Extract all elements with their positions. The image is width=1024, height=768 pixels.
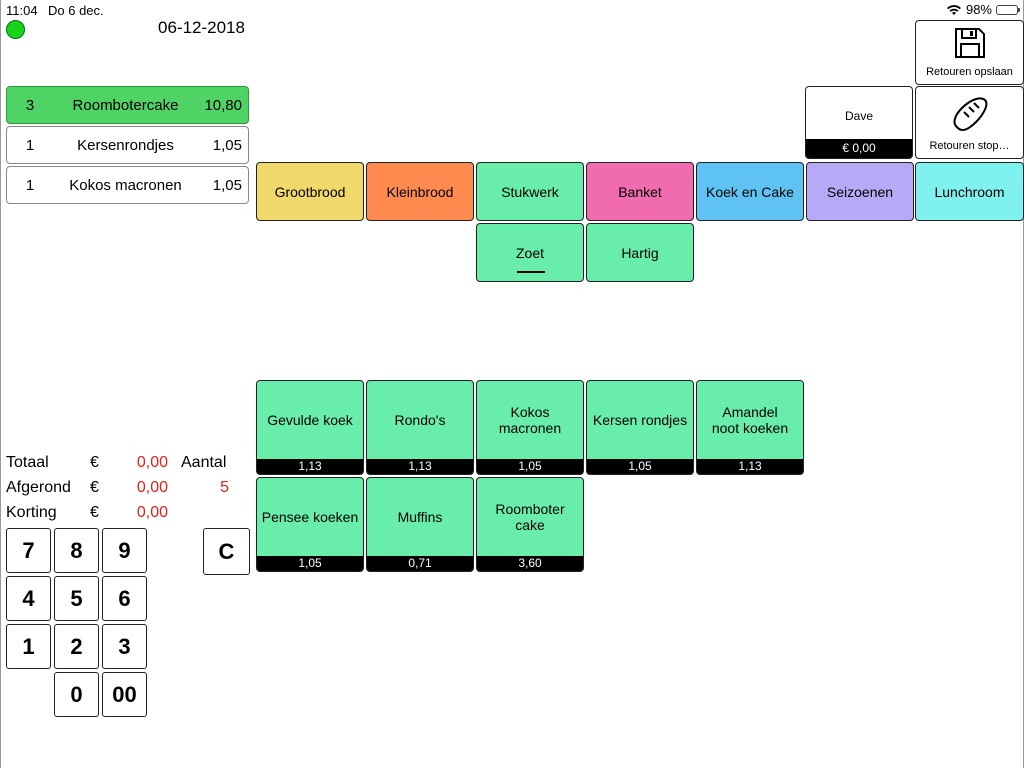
order-line-price: 1,05 — [212, 136, 242, 154]
user-balance: € 0,00 — [806, 139, 912, 158]
product-name: Muffins — [397, 508, 443, 525]
product-price: 1,13 — [697, 459, 803, 474]
category-tab-koek-en-cake[interactable]: Koek en Cake — [696, 162, 804, 221]
order-line-qty: 3 — [25, 96, 35, 114]
order-line-price: 10,80 — [204, 96, 242, 114]
key-3[interactable]: 3 — [102, 624, 147, 669]
order-line[interactable]: 3 Roombotercake 10,80 — [6, 86, 249, 124]
product-tile[interactable]: Rondo's 1,13 — [366, 380, 474, 475]
category-tab-label: Grootbrood — [274, 183, 346, 200]
subcategory-tab-label: Hartig — [621, 244, 659, 261]
product-price: 1,05 — [477, 459, 583, 474]
clear-key[interactable]: C — [203, 528, 250, 575]
order-line[interactable]: 1 Kersenrondjes 1,05 — [6, 126, 249, 164]
order-line-name: Kokos macronen — [69, 176, 182, 194]
key-4[interactable]: 4 — [6, 576, 51, 621]
product-name: Gevulde koek — [267, 411, 353, 428]
aantal-label: Aantal — [181, 454, 227, 471]
product-tile[interactable]: Kokos macronen 1,05 — [476, 380, 584, 475]
category-tab-label: Stukwerk — [501, 183, 559, 200]
category-tab-label: Banket — [618, 183, 662, 200]
afgerond-label: Afgerond — [6, 479, 71, 496]
order-line[interactable]: 1 Kokos macronen 1,05 — [6, 166, 249, 204]
stop-returns-button[interactable]: Retouren stop… — [915, 86, 1024, 159]
key-5[interactable]: 5 — [54, 576, 99, 621]
key-2[interactable]: 2 — [54, 624, 99, 669]
stop-returns-label: Retouren stop… — [929, 140, 1010, 152]
order-line-price: 1,05 — [212, 176, 242, 194]
afgerond-currency: € — [90, 479, 99, 496]
product-price: 1,05 — [587, 459, 693, 474]
active-tab-indicator — [517, 271, 545, 273]
category-tab-lunchroom[interactable]: Lunchroom — [915, 162, 1024, 221]
subcategory-tab-hartig[interactable]: Hartig — [586, 223, 694, 282]
key-6[interactable]: 6 — [102, 576, 147, 621]
product-tile[interactable]: Muffins 0,71 — [366, 477, 474, 572]
wifi-icon — [946, 4, 961, 15]
product-name: Kersen rondjes — [592, 411, 688, 428]
current-date: 06-12-2018 — [158, 18, 245, 37]
category-tab-banket[interactable]: Banket — [586, 162, 694, 221]
battery-icon — [996, 4, 1020, 15]
product-tile[interactable]: Pensee koeken 1,05 — [256, 477, 364, 572]
user-account[interactable]: Dave € 0,00 — [805, 86, 913, 159]
status-date: Do 6 dec. — [48, 3, 104, 18]
key-9[interactable]: 9 — [102, 528, 147, 573]
save-returns-button[interactable]: Retouren opslaan — [915, 20, 1024, 85]
korting-currency: € — [90, 504, 99, 521]
category-tab-label: Lunchroom — [934, 183, 1005, 200]
key-1[interactable]: 1 — [6, 624, 51, 669]
key-0[interactable]: 0 — [54, 672, 99, 717]
product-name: Rondo's — [394, 411, 446, 428]
status-indicators: 98% — [946, 2, 1020, 17]
subcategory-tab-zoet[interactable]: Zoet — [476, 223, 584, 282]
product-price: 3,60 — [477, 556, 583, 571]
category-tab-label: Seizoenen — [826, 183, 894, 200]
status-time: 11:04 — [6, 3, 38, 18]
product-tile[interactable]: Gevulde koek 1,13 — [256, 380, 364, 475]
left-edge — [0, 0, 1, 768]
key-00[interactable]: 00 — [102, 672, 147, 717]
floppy-disk-icon — [954, 28, 985, 58]
category-tab-label: Kleinbrood — [386, 183, 454, 200]
order-line-name: Kersenrondjes — [77, 136, 174, 154]
order-line-qty: 1 — [25, 136, 35, 154]
totaal-currency: € — [90, 454, 99, 471]
subcategory-tab-label: Zoet — [515, 244, 544, 261]
product-price: 1,05 — [257, 556, 363, 571]
save-returns-label: Retouren opslaan — [926, 66, 1013, 78]
product-name: Pensee koeken — [261, 508, 359, 525]
product-price: 0,71 — [367, 556, 473, 571]
category-tab-grootbrood[interactable]: Grootbrood — [256, 162, 364, 221]
product-price: 1,13 — [367, 459, 473, 474]
totaal-label: Totaal — [6, 454, 49, 471]
order-line-qty: 1 — [25, 176, 35, 194]
product-tile[interactable]: Kersen rondjes 1,05 — [586, 380, 694, 475]
category-tab-kleinbrood[interactable]: Kleinbrood — [366, 162, 474, 221]
key-7[interactable]: 7 — [6, 528, 51, 573]
battery-percent: 98% — [965, 2, 992, 17]
key-8[interactable]: 8 — [54, 528, 99, 573]
aantal-value: 5 — [220, 479, 229, 496]
totaal-value: 0,00 — [136, 454, 168, 471]
afgerond-value: 0,00 — [136, 479, 168, 496]
category-tab-seizoenen[interactable]: Seizoenen — [806, 162, 914, 221]
bread-icon — [953, 97, 987, 131]
order-line-name: Roombotercake — [72, 96, 179, 114]
product-name: Amandel noot koeken — [711, 403, 789, 436]
user-name: Dave — [844, 109, 873, 123]
connection-status-indicator — [6, 20, 25, 39]
product-name: Kokos macronen — [498, 403, 562, 436]
category-tab-label: Koek en Cake — [706, 183, 794, 200]
korting-value: 0,00 — [136, 504, 168, 521]
product-tile[interactable]: Amandel noot koeken 1,13 — [696, 380, 804, 475]
product-price: 1,13 — [257, 459, 363, 474]
category-tab-stukwerk[interactable]: Stukwerk — [476, 162, 584, 221]
product-name: Roomboter cake — [495, 500, 565, 533]
product-tile[interactable]: Roomboter cake 3,60 — [476, 477, 584, 572]
korting-label: Korting — [6, 504, 57, 521]
